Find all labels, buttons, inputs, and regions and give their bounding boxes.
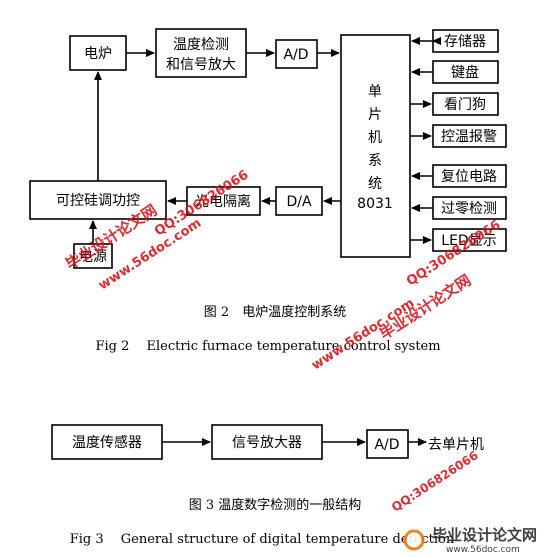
fig3-adc-label: A/D [374, 437, 399, 453]
temp-detect-label-2: 和信号放大 [166, 57, 236, 73]
watermark-site-3: www.56doc.com [446, 545, 520, 555]
temp-detect-label-1: 温度检测 [173, 37, 229, 53]
watchdog-box [432, 92, 499, 116]
fig3-adc-box [366, 429, 409, 459]
mcu-char-1: 单 [368, 84, 382, 100]
display-box [432, 228, 507, 252]
mcu-box [340, 34, 411, 258]
adc-box [275, 39, 318, 69]
mcu-model: 8031 [357, 196, 393, 212]
fig3-caption-en: Fig 3 General structure of digital tempe… [70, 532, 455, 547]
sensor-box [51, 424, 163, 460]
sensor-label: 温度传感器 [72, 434, 142, 451]
keyboard-label: 键盘 [451, 64, 479, 81]
furnace-box [69, 35, 127, 71]
memory-label: 存储器 [444, 34, 486, 50]
watchdog-label: 看门狗 [444, 97, 486, 113]
dac-label: D/A [286, 194, 311, 210]
temp-alarm-label: 控温报警 [441, 129, 497, 145]
adc-label: A/D [283, 47, 308, 63]
power-label: 电源 [79, 249, 107, 265]
reset-label: 复位电路 [441, 168, 497, 185]
mcu-char-3: 机 [368, 130, 382, 146]
dac-box [275, 186, 323, 216]
watermark-brand-3: 毕业设计论文网 [432, 526, 537, 544]
fig2-caption-en: Fig 2 Electric furnace temperature contr… [95, 339, 440, 354]
temp-detect-box [155, 28, 247, 78]
fig2-diagram: 电炉 温度检测 和信号放大 A/D 单 片 机 系 统 8031 存储器 键盘 … [29, 28, 507, 354]
display-label: LED显示 [441, 233, 496, 249]
fig3-diagram: 温度传感器 信号放大器 A/D 去单片机 图 3 温度数字检测的一般结构 Fig… [51, 424, 484, 547]
to-mcu-label: 去单片机 [428, 437, 484, 453]
isolation-label: 光电隔离 [195, 193, 251, 210]
mcu-char-5: 统 [368, 176, 382, 192]
mcu-char-2: 片 [368, 107, 382, 123]
furnace-label: 电炉 [84, 46, 112, 62]
amplifier-label: 信号放大器 [232, 435, 302, 451]
watermarks: www.56doc.com QQ:306826066 毕业设计论文网 www.5… [62, 168, 537, 555]
mcu-char-4: 系 [368, 153, 382, 169]
zero-cross-label: 过零检测 [441, 201, 497, 217]
fig2-caption-cn: 图 2 电炉温度控制系统 [204, 304, 346, 320]
power-box [73, 243, 113, 269]
temp-alarm-box [432, 124, 507, 148]
isolation-box [186, 186, 261, 216]
watermark-logo-icon [403, 529, 425, 551]
thyristor-box [29, 180, 167, 220]
thyristor-label: 可控硅调功控 [56, 193, 140, 209]
fig3-caption-cn: 图 3 温度数字检测的一般结构 [189, 497, 362, 513]
